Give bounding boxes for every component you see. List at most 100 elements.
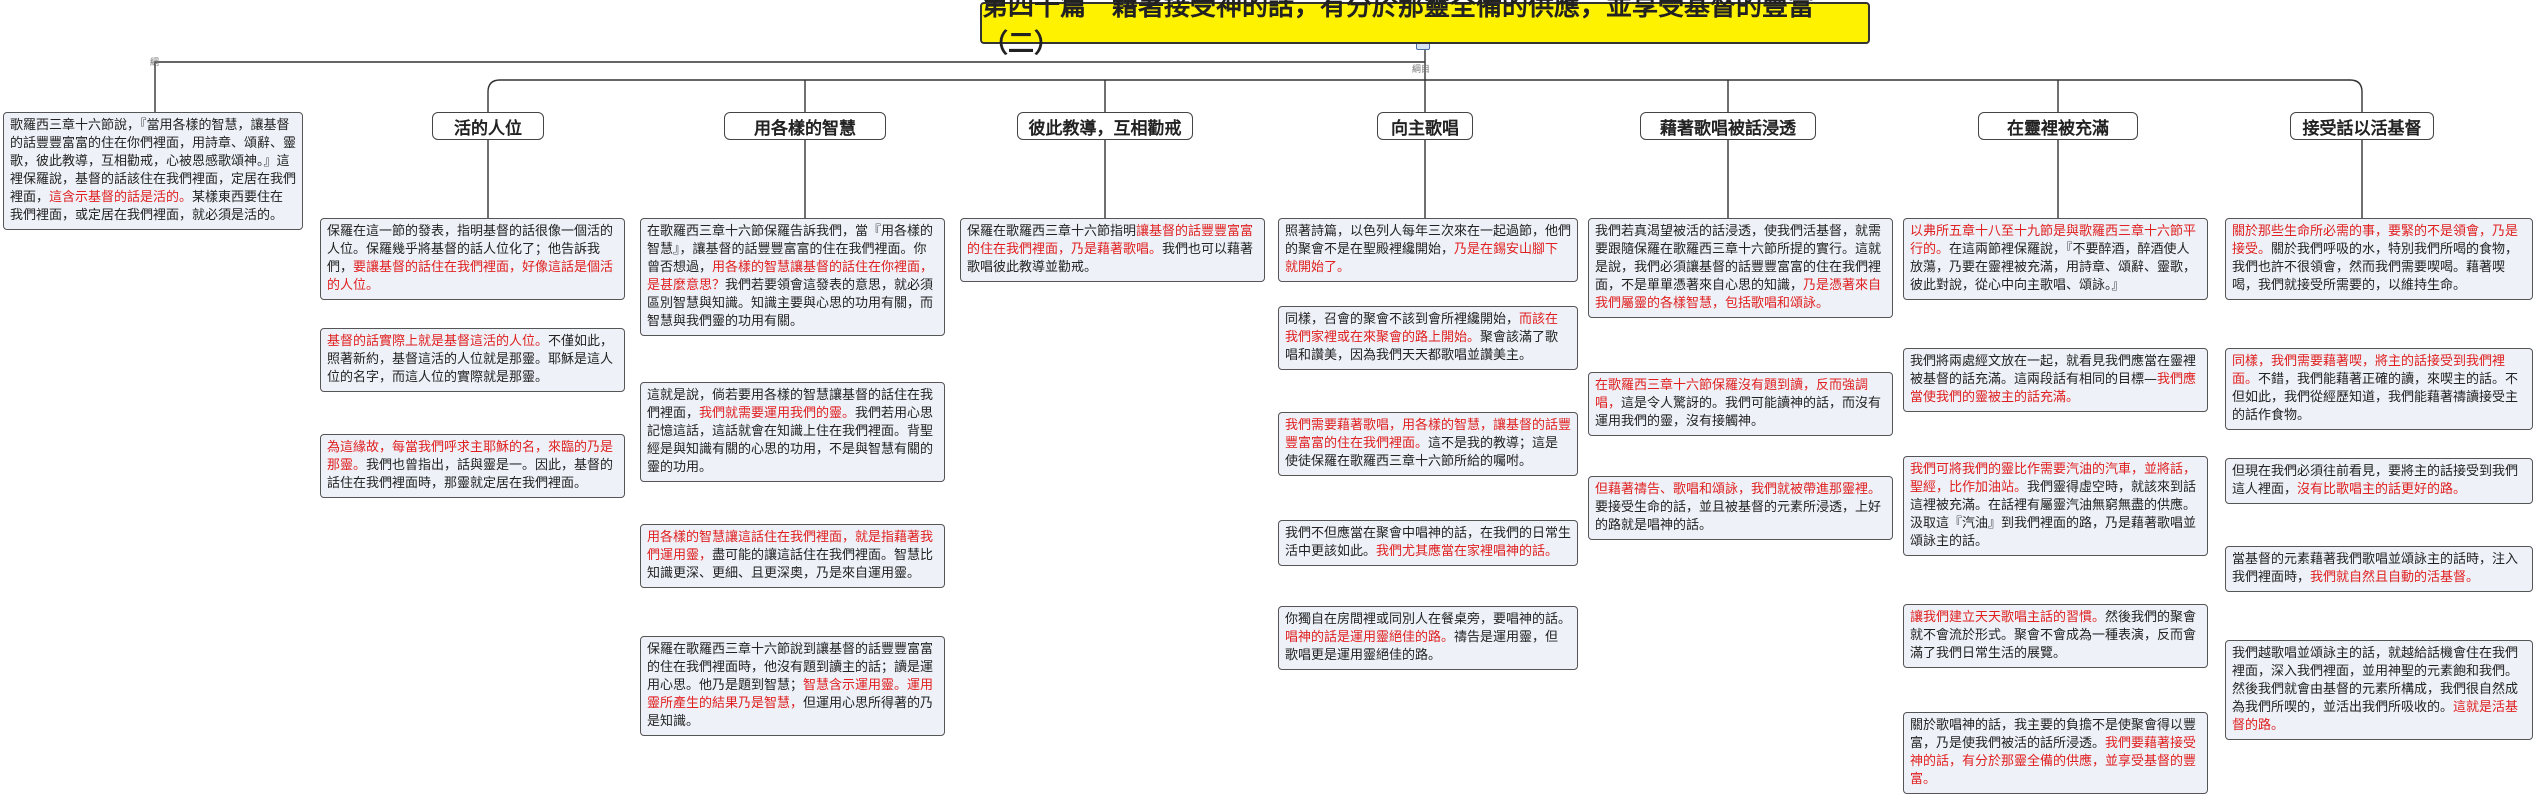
topic-filled-in-spirit[interactable]: 在靈裡被充滿 bbox=[1978, 112, 2138, 140]
note-saturated-1[interactable]: 我們若真渴望被活的話浸透，使我們活基督，就需要跟隨保羅在歌羅西三章十六節所提的實… bbox=[1588, 218, 1893, 318]
note-text: 某樣東西要住在我們裡面，或定居在我們裡面，就必須是活的。 bbox=[10, 190, 284, 223]
note-living-person-2[interactable]: 基督的話實際上就是基督這活的人位。不僅如此，照著新約，基督這活的人位就是那靈。耶… bbox=[320, 328, 625, 392]
note-highlight-text: 讓基督的話豐豐富富的住在我們裡面，乃是藉著歌唱。 bbox=[967, 224, 1254, 257]
note-highlight-text: 而該在我們家裡或在來聚會的路上開始。 bbox=[1285, 312, 1559, 345]
note-text: 我們不但應當在聚會中唱神的話，在我們的日常生活中更該如此。 bbox=[1285, 526, 1572, 559]
note-highlight-text: 同樣，我們需要藉著喫，將主的話接受到我們裡面。 bbox=[2232, 354, 2506, 387]
note-text: 保羅在歌羅西三章十六節指明 bbox=[967, 224, 1137, 239]
note-text: 保羅在這一節的發表，指明基督的話很像一個活的人位。保羅幾乎將基督的話人位化了；他… bbox=[327, 224, 614, 275]
note-receive-1[interactable]: 關於那些生命所必需的事，要緊的不是領會，乃是接受。關於我們呼吸的水，特別我們所喝… bbox=[2225, 218, 2533, 300]
intro-note[interactable]: 歌羅西三章十六節說，『當用各樣的智慧，讓基督的話豐豐富富的住在你們裡面，用詩章、… bbox=[3, 112, 303, 230]
branch-mark-center: 綱目 bbox=[1412, 65, 1431, 75]
note-receive-5[interactable]: 我們越歌唱並頌詠主的話，就越給話機會住在我們裡面，深入我們裡面，並用神聖的元素飽… bbox=[2225, 640, 2533, 740]
note-highlight-text: 這就是活基督的路。 bbox=[2232, 700, 2519, 733]
note-text: 讓基督的話豐豐富富的住在我們裡面。你曾否想過， bbox=[647, 242, 927, 275]
note-highlight-text: 我們尤其應當在家裡唱神的話。 bbox=[1376, 544, 1559, 559]
topic-saturated-by-singing[interactable]: 藉著歌唱被話浸透 bbox=[1640, 112, 1816, 140]
branch-mark-left: 綱 bbox=[150, 58, 160, 68]
note-filled-4[interactable]: 讓我們建立天天歌唱主話的習慣。然後我們的聚會就不會流於形式。聚會不會成為一種表演… bbox=[1903, 604, 2208, 668]
topic-all-wisdom[interactable]: 用各樣的智慧 bbox=[724, 112, 886, 140]
note-highlight-text: 沒有比歌唱主的話更好的路。 bbox=[2297, 482, 2467, 497]
note-highlight-text: 以弗所五章十八至十九節是與歌羅西三章十六節平行的。 bbox=[1910, 224, 2197, 257]
note-text: 關於歌唱神的話，我主要的負擔不是使聚會得以豐富，乃是使我們被活的話所浸透。 bbox=[1910, 718, 2197, 751]
note-text: 關於我們呼吸的水，特別我們所喝的食物，我們也許不很領會，然而我們需要喫喝。藉著喫… bbox=[2232, 242, 2519, 293]
note-singing-5[interactable]: 你獨自在房間裡或同別人在餐桌旁，要唱神的話。唱神的話是運用靈絕佳的路。禱告是運用… bbox=[1278, 606, 1578, 670]
note-text: 這就是說，倘若要用各樣的智慧讓基督的話住在我們裡面， bbox=[647, 388, 934, 421]
note-text: 照著詩篇，以色列人每年三次來在一起過節，他們的聚會不是在聖殿裡纔開始， bbox=[1285, 224, 1572, 257]
topic-receive-word-live-christ[interactable]: 接受話以活基督 bbox=[2290, 112, 2434, 140]
note-teaching-1[interactable]: 保羅在歌羅西三章十六節指明讓基督的話豐豐富富的住在我們裡面，乃是藉著歌唱。我們也… bbox=[960, 218, 1265, 282]
note-text: 不僅如此，照著新約，基督這活的人位就是那靈。耶穌是這人位的名字，而這人位的實際就… bbox=[327, 334, 614, 385]
note-text: 這是令人驚訝的。我們可能讀神的話，而沒有運用我們的靈，沒有接觸神。 bbox=[1595, 396, 1882, 429]
note-highlight-text: 在歌羅西三章十六節保羅沒有題到讀，反而強調唱， bbox=[1595, 378, 1869, 411]
note-living-person-1[interactable]: 保羅在這一節的發表，指明基督的話很像一個活的人位。保羅幾乎將基督的話人位化了；他… bbox=[320, 218, 625, 300]
note-text: 禱告是運用靈，但歌唱更是運用靈絕佳的路。 bbox=[1285, 630, 1559, 663]
note-all-wisdom-3[interactable]: 用各樣的智慧讓這話住在我們裡面，就是指藉著我們運用靈，盡可能的讓這話住在我們裡面… bbox=[640, 524, 945, 588]
note-highlight-text: 智慧含示運用靈。運用靈所產生的結果乃是智慧， bbox=[647, 678, 934, 711]
note-text: 我們若真渴望被活的話浸透，使我們活基督，就需要跟隨保羅在歌羅西三章十六節所提的實… bbox=[1595, 224, 1882, 293]
note-text: 這不是我的教導；這是使徒保羅在歌羅西三章十六節所給的囑咐。 bbox=[1285, 436, 1559, 469]
note-highlight-text: 乃是在錫安山腳下就開始了。 bbox=[1285, 242, 1559, 275]
note-singing-4[interactable]: 我們不但應當在聚會中唱神的話，在我們的日常生活中更該如此。我們尤其應當在家裡唱神… bbox=[1278, 520, 1578, 566]
note-text: 我們將兩處經文放在一起，就看見我們應當在靈裡被基督的話充滿。這兩段話有相同的目標… bbox=[1910, 354, 2197, 387]
note-highlight-text: 關於那些生命所必需的事，要緊的不是領會，乃是接受。 bbox=[2232, 224, 2519, 257]
note-highlight-text: 來臨的乃是那靈。 bbox=[327, 440, 614, 473]
note-text: 我們也曾指出，話與靈是一。因此，基督的話住在我們裡面時，那靈就定居在我們裡面。 bbox=[327, 458, 614, 491]
note-filled-2[interactable]: 我們將兩處經文放在一起，就看見我們應當在靈裡被基督的話充滿。這兩段話有相同的目標… bbox=[1903, 348, 2208, 412]
note-text: 我們若用心思記憶這話，這話就會在知識上住在我們裡面。背聖經是與知識有關的心思的功… bbox=[647, 406, 934, 475]
note-text: 盡可能的讓這話住在我們裡面。智慧比知識更深、更細、且更深奧，乃是來自運用靈。 bbox=[647, 548, 934, 581]
note-highlight-text: 我們要藉著接受神的話，有分於那靈全備的供應，並享受基督的豐富。 bbox=[1910, 736, 2197, 787]
note-highlight-text: 唱神的話是運用靈絕佳的路。 bbox=[1285, 630, 1455, 645]
note-filled-3[interactable]: 我們可將我們的靈比作需要汽油的汽車，並將話，聖經，比作加油站。我們靈得虛空時，就… bbox=[1903, 456, 2208, 556]
note-text: 歌羅西三章十六節說，『當用各樣的智慧，讓基督的話豐豐富富的住在你們裡面，用詩章、… bbox=[10, 118, 297, 205]
topic-living-person[interactable]: 活的人位 bbox=[432, 112, 544, 140]
note-highlight-text: 為這緣故，每當我們呼求主耶穌的名， bbox=[327, 440, 549, 455]
note-text: 當基督的元素藉著我們歌唱並頌詠主的話時，注入我們裡面時， bbox=[2232, 552, 2519, 585]
note-text: 你獨自在房間裡或同別人在餐桌旁，要唱神的話。 bbox=[1285, 612, 1572, 627]
note-highlight-text: 並將話，聖經，比作加油站。 bbox=[1910, 462, 2197, 495]
note-text: 我們越歌唱並頌詠主的話，就越給話機會住在我們裡面，深入我們裡面，並用神聖的元素飽… bbox=[2232, 646, 2519, 715]
note-text: 聚會該滿了歌唱和讚美，因為我們天天都歌唱並讚美主。 bbox=[1285, 330, 1559, 363]
note-text: 不錯，我們能藉著正確的讀，來喫主的話。不但如此，我們從經歷知道，我們能藉著禱讀接… bbox=[2232, 372, 2519, 423]
note-text: 要接受生命的話，並且被基督的元素所浸透，上好的路就是唱神的話。 bbox=[1595, 500, 1882, 533]
note-saturated-3[interactable]: 但藉著禱告、歌唱和頌詠，我們就被帶進那靈裡。要接受生命的話，並且被基督的元素所浸… bbox=[1588, 476, 1893, 540]
note-all-wisdom-1[interactable]: 在歌羅西三章十六節保羅告訴我們，當『用各樣的智慧』，讓基督的話豐豐富富的住在我們… bbox=[640, 218, 945, 336]
note-text: 但運用心思所得著的乃是知識。 bbox=[647, 696, 934, 729]
note-highlight-text: 但藉著禱告、歌唱和頌詠，我們就被帶進那靈裡。 bbox=[1595, 482, 1882, 497]
note-highlight-text: 我們就需要運用我們的靈。 bbox=[699, 406, 856, 421]
note-saturated-2[interactable]: 在歌羅西三章十六節保羅沒有題到讀，反而強調唱，這是令人驚訝的。我們可能讀神的話，… bbox=[1588, 372, 1893, 436]
note-text: 我們若要領會這發表的意思，就必須區別智慧與知識。知識主要與心思的功用有關，而智慧… bbox=[647, 278, 934, 329]
note-highlight-text: 我們可將我們的靈比作需要汽油的汽車， bbox=[1910, 462, 2145, 477]
note-text: 我們也可以藉著歌唱彼此教導並勸戒。 bbox=[967, 242, 1254, 275]
note-filled-5[interactable]: 關於歌唱神的話，我主要的負擔不是使聚會得以豐富，乃是使我們被活的話所浸透。我們要… bbox=[1903, 712, 2208, 794]
note-highlight-text: 乃是憑著來自我們屬靈的各樣智慧，包括歌唱和頌詠。 bbox=[1595, 278, 1882, 311]
note-singing-3[interactable]: 我們需要藉著歌唱，用各樣的智慧，讓基督的話豐豐富富的住在我們裡面。這不是我的教導… bbox=[1278, 412, 1578, 476]
note-text: 然後我們的聚會就不會流於形式。聚會不會成為一種表演，反而會滿了我們日常生活的展覽… bbox=[1910, 610, 2197, 661]
note-singing-1[interactable]: 照著詩篇，以色列人每年三次來在一起過節，他們的聚會不是在聖殿裡纔開始，乃是在錫安… bbox=[1278, 218, 1578, 282]
note-filled-1[interactable]: 以弗所五章十八至十九節是與歌羅西三章十六節平行的。在這兩節裡保羅說，『不要醉酒，… bbox=[1903, 218, 2208, 300]
note-highlight-text: 這含示基督的話是活的。 bbox=[49, 190, 193, 205]
note-singing-2[interactable]: 同樣，召會的聚會不該到會所裡纔開始，而該在我們家裡或在來聚會的路上開始。聚會該滿… bbox=[1278, 306, 1578, 370]
note-highlight-text: 用各樣的智慧讓這話住在我們裡面，就是指藉著我們運用靈， bbox=[647, 530, 934, 563]
note-text: 保羅在歌羅西三章十六節說到讓基督的話豐豐富富的住在我們裡面時，他沒有題到讀主的話… bbox=[647, 642, 934, 693]
note-text: 但現在我們必須往前看見，要將主的話接受到我們這人裡面， bbox=[2232, 464, 2519, 497]
note-all-wisdom-4[interactable]: 保羅在歌羅西三章十六節說到讓基督的話豐豐富富的住在我們裡面時，他沒有題到讀主的話… bbox=[640, 636, 945, 736]
note-receive-3[interactable]: 但現在我們必須往前看見，要將主的話接受到我們這人裡面，沒有比歌唱主的話更好的路。 bbox=[2225, 458, 2533, 504]
note-all-wisdom-2[interactable]: 這就是說，倘若要用各樣的智慧讓基督的話住在我們裡面，我們就需要運用我們的靈。我們… bbox=[640, 382, 945, 482]
note-receive-2[interactable]: 同樣，我們需要藉著喫，將主的話接受到我們裡面。不錯，我們能藉著正確的讀，來喫主的… bbox=[2225, 348, 2533, 430]
topic-teaching-admonishing[interactable]: 彼此教導，互相勸戒 bbox=[1017, 112, 1193, 140]
note-highlight-text: 我們應當使我們的靈被主的話充滿。 bbox=[1910, 372, 2197, 405]
topic-singing-to-lord[interactable]: 向主歌唱 bbox=[1377, 112, 1473, 140]
note-highlight-text: 讓我們建立天天歌唱主話的習慣。 bbox=[1910, 610, 2106, 625]
note-highlight-text: 要讓基督的話住在我們裡面，好像這話是個活的人位。 bbox=[327, 260, 614, 293]
note-highlight-text: 用各樣的智慧讓基督的話住在你裡面，是甚麼意思？ bbox=[647, 260, 934, 293]
central-topic[interactable]: 第四十篇 藉著接受神的話，有分於那靈全備的供應，並享受基督的豐富（二） bbox=[980, 0, 1870, 59]
note-receive-4[interactable]: 當基督的元素藉著我們歌唱並頌詠主的話時，注入我們裡面時，我們就自然且自動的活基督… bbox=[2225, 546, 2533, 592]
note-text: 在歌羅西三章十六節保羅告訴我們，當『用各樣的智慧』， bbox=[647, 224, 934, 257]
note-text: 同樣，召會的聚會不該到會所裡纔開始， bbox=[1285, 312, 1520, 327]
note-text: 我們靈得虛空時，就該來到話這裡被充滿。在話裡有屬靈汽油無窮無盡的供應。汲取這『汽… bbox=[1910, 480, 2197, 549]
note-living-person-3[interactable]: 為這緣故，每當我們呼求主耶穌的名，來臨的乃是那靈。我們也曾指出，話與靈是一。因此… bbox=[320, 434, 625, 498]
note-highlight-text: 我們需要藉著歌唱，用各樣的智慧，讓基督的話豐豐富富的住在我們裡面。 bbox=[1285, 418, 1572, 451]
note-text: 在這兩節裡保羅說，『不要醉酒，醉酒使人放蕩，乃要在靈裡被充滿，用詩章、頌辭、靈歌… bbox=[1910, 242, 2197, 293]
